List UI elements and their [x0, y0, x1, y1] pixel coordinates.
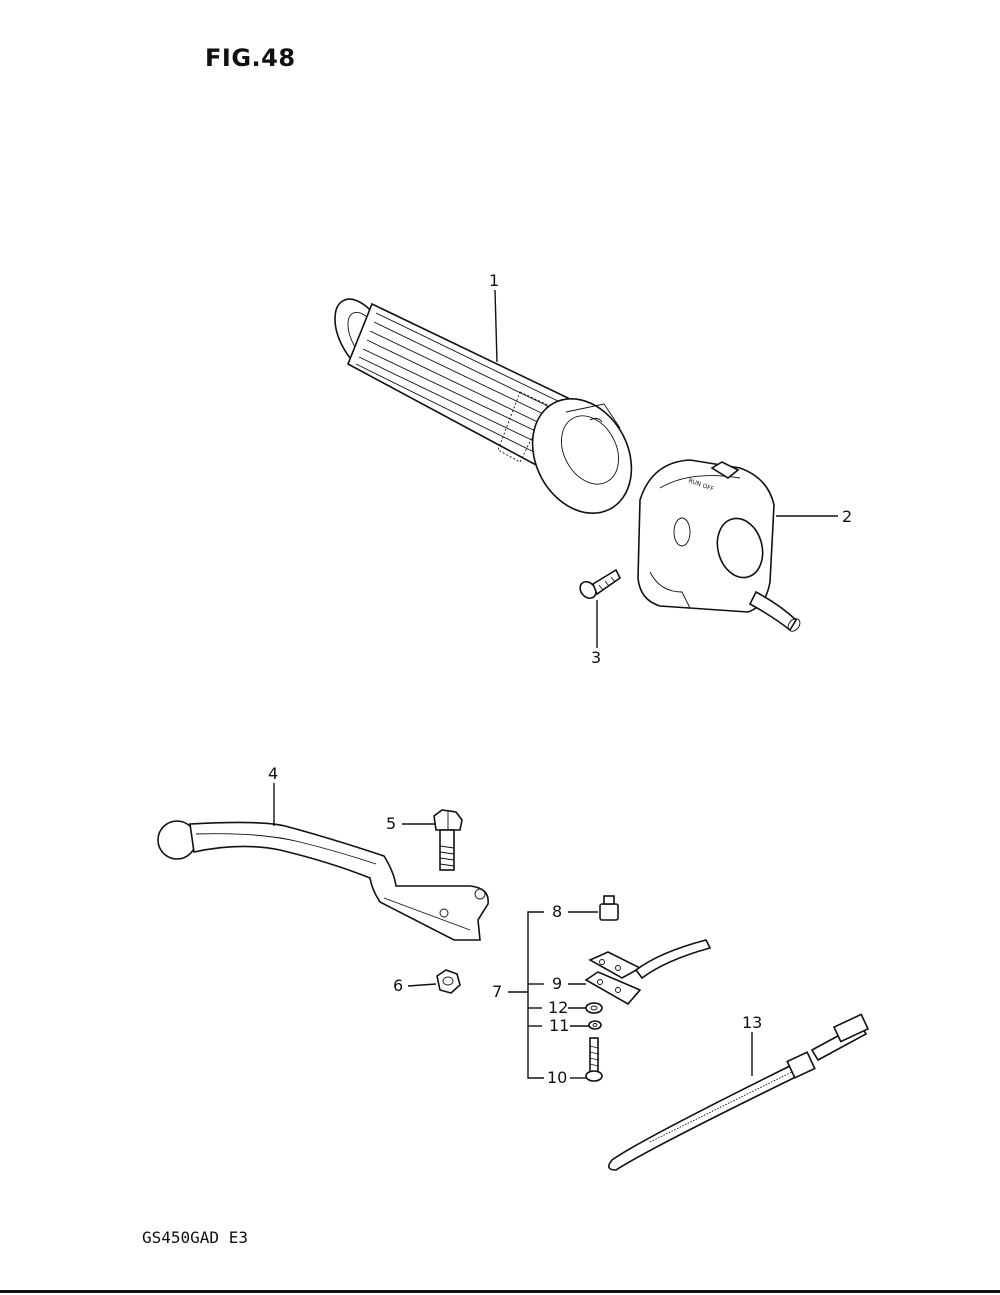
switch-bracket-drawing [584, 939, 712, 1006]
switch-plunger-drawing [599, 895, 619, 921]
washer-drawing [585, 1002, 603, 1014]
grip-drawing [334, 298, 633, 515]
leader-lines [273, 289, 838, 1079]
callout-12: 12 [548, 998, 569, 1017]
lock-washer-drawing [588, 1020, 602, 1030]
model-code: GS450GAD E3 [142, 1228, 248, 1247]
callout-9: 9 [552, 974, 563, 993]
callout-1: 1 [489, 271, 500, 290]
bracket-screw-drawing [585, 1037, 603, 1082]
callout-4: 4 [268, 764, 279, 783]
callout-8: 8 [552, 902, 563, 921]
callout-2: 2 [842, 507, 853, 526]
cable-tie-drawing [608, 1013, 870, 1171]
callout-11: 11 [549, 1016, 570, 1035]
callout-10: 10 [547, 1068, 568, 1087]
callout-5: 5 [386, 814, 397, 833]
figure-title: FIG.48 [205, 44, 296, 72]
brake-lever-drawing [157, 820, 489, 941]
callout-6: 6 [393, 976, 404, 995]
callout-13: 13 [742, 1013, 763, 1032]
pivot-bolt-drawing [433, 809, 463, 871]
housing-screw-drawing [579, 568, 622, 600]
switch-housing-drawing: RUN OFF [637, 459, 801, 632]
callout-7: 7 [492, 982, 503, 1001]
page-bottom-rule [0, 1290, 1000, 1293]
lock-nut-drawing [436, 969, 461, 994]
callout-3: 3 [591, 648, 602, 667]
